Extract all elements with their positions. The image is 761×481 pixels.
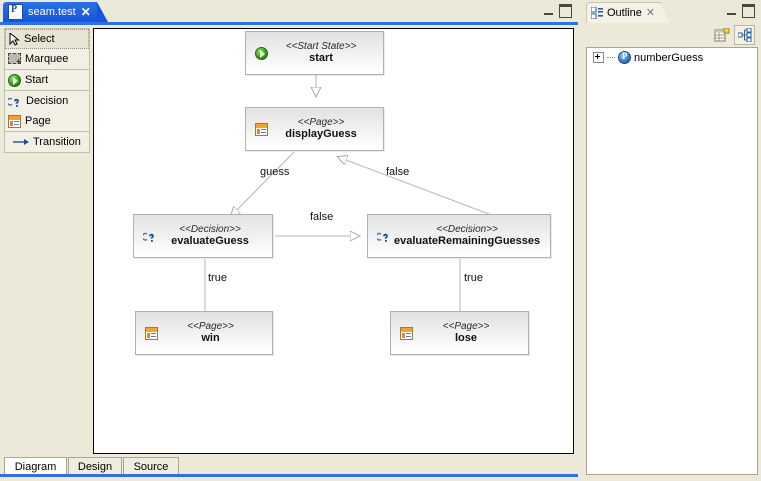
node-text: <<Decision>> evaluateRemainingGuesses	[394, 224, 552, 248]
palette-group-tools: Select + Marquee	[4, 28, 90, 69]
show-properties-icon[interactable]	[711, 25, 732, 45]
node-name: lose	[454, 332, 477, 345]
editor-body: Select + Marquee Start	[0, 25, 578, 457]
edge-label-false-loopback: false	[386, 166, 410, 178]
node-name: displayGuess	[285, 128, 357, 141]
outline-window-buttons	[727, 4, 755, 18]
minimize-icon[interactable]	[544, 4, 553, 15]
diagram-node-evaluateRemainingGuesses[interactable]: <<Decision>> evaluateRemainingGuesses	[367, 214, 551, 258]
node-text: <<Page>> displayGuess	[271, 117, 383, 141]
close-icon[interactable]: ✕	[80, 5, 91, 19]
tree-item-numberGuess[interactable]: numberGuess	[587, 48, 757, 64]
cursor-icon	[9, 32, 20, 46]
node-name: evaluateRemainingGuesses	[394, 235, 541, 248]
decision-icon	[141, 230, 157, 243]
editor-tab-label: seam.test	[28, 6, 76, 18]
palette-item-page[interactable]: Page	[5, 111, 89, 131]
outline-icon	[590, 6, 603, 20]
marquee-icon: +	[8, 53, 21, 66]
palette-item-start[interactable]: Start	[5, 70, 89, 90]
close-icon[interactable]: ✕	[645, 6, 656, 19]
tab-slant	[96, 2, 108, 22]
node-name: start	[309, 52, 333, 65]
node-stereotype: <<Decision>>	[179, 223, 241, 235]
start-state-icon	[255, 46, 268, 60]
node-text: <<Start State>> start	[271, 41, 383, 65]
package-icon	[618, 51, 631, 64]
editor-tab-strip: seam.test ✕	[0, 0, 578, 22]
palette: Select + Marquee Start	[4, 28, 90, 454]
palette-item-start-label: Start	[25, 74, 49, 86]
palette-item-marquee-label: Marquee	[25, 53, 69, 65]
edge-label-true-lose: true	[464, 272, 483, 284]
editor-tab-seam-test[interactable]: seam.test ✕	[3, 2, 108, 22]
diagram-node-win[interactable]: <<Page>> win	[135, 311, 273, 355]
node-text: <<Page>> lose	[416, 321, 528, 345]
diagram-node-evaluateGuess[interactable]: <<Decision>> evaluateGuess	[133, 214, 273, 258]
node-stereotype: <<Decision>>	[436, 223, 498, 235]
palette-group-nodes: Decision Page	[4, 90, 90, 131]
node-text: <<Decision>> evaluateGuess	[160, 224, 272, 248]
node-stereotype: <<Page>>	[442, 320, 490, 332]
palette-item-decision-label: Decision	[26, 95, 69, 107]
editor-bottom-border	[0, 474, 578, 477]
decision-icon	[375, 230, 391, 243]
hierarchical-layout-icon[interactable]	[734, 25, 755, 45]
tab-slant	[660, 3, 671, 23]
edge-label-true-win: true	[208, 272, 227, 284]
outline-tab[interactable]: Outline ✕	[586, 2, 671, 23]
palette-item-select-label: Select	[24, 33, 55, 45]
node-name: win	[201, 332, 220, 345]
page-icon	[145, 326, 158, 340]
edge-label-guess: guess	[260, 166, 290, 178]
node-stereotype: <<Start State>>	[285, 40, 357, 52]
node-text: <<Page>> win	[161, 321, 272, 345]
palette-group-start: Start	[4, 69, 90, 90]
tree-item-label: numberGuess	[634, 51, 704, 64]
node-stereotype: <<Page>>	[187, 320, 234, 332]
palette-item-transition[interactable]: Transition	[5, 132, 89, 152]
tab-diagram[interactable]: Diagram	[4, 457, 67, 476]
minimize-icon[interactable]	[727, 4, 736, 15]
editor-window: seam.test ✕ Select	[0, 0, 578, 481]
tree-connector	[607, 56, 615, 59]
outline-toolbar	[582, 23, 761, 47]
page-icon	[255, 122, 268, 136]
editor-tab-underline	[0, 22, 578, 25]
node-name: evaluateGuess	[171, 235, 249, 248]
diagram-node-start[interactable]: <<Start State>> start	[245, 31, 384, 75]
palette-item-transition-label: Transition	[33, 136, 81, 148]
decision-icon	[6, 95, 22, 108]
diagram-node-lose[interactable]: <<Page>> lose	[390, 311, 529, 355]
edge-label-false: false	[310, 211, 334, 223]
outline-view: Outline ✕	[582, 0, 761, 481]
diagram-canvas-frame[interactable]: <<Start State>> start <<Page>> displayGu…	[93, 28, 574, 454]
page-file-icon	[8, 4, 23, 20]
node-stereotype: <<Page>>	[297, 116, 345, 128]
maximize-icon[interactable]	[559, 4, 572, 18]
diagram-canvas[interactable]: <<Start State>> start <<Page>> displayGu…	[94, 29, 573, 453]
editor-window-buttons	[544, 4, 572, 18]
palette-item-select[interactable]: Select	[5, 29, 89, 49]
diagram-node-displayGuess[interactable]: <<Page>> displayGuess	[245, 107, 384, 151]
editor-bottom-tabs: Diagram Design Source	[0, 455, 578, 478]
outline-tree[interactable]: numberGuess	[586, 47, 758, 475]
palette-item-page-label: Page	[25, 115, 51, 127]
maximize-icon[interactable]	[742, 4, 755, 18]
outline-tab-strip: Outline ✕	[582, 0, 761, 23]
page-icon	[8, 114, 21, 128]
page-icon	[400, 326, 413, 340]
outline-tab-label: Outline	[607, 7, 642, 19]
palette-item-marquee[interactable]: + Marquee	[5, 49, 89, 69]
start-state-icon	[8, 73, 21, 87]
transition-arrow-icon	[13, 137, 29, 147]
palette-group-transition: Transition	[4, 131, 90, 153]
expand-icon[interactable]	[593, 52, 604, 63]
palette-item-decision[interactable]: Decision	[5, 91, 89, 111]
